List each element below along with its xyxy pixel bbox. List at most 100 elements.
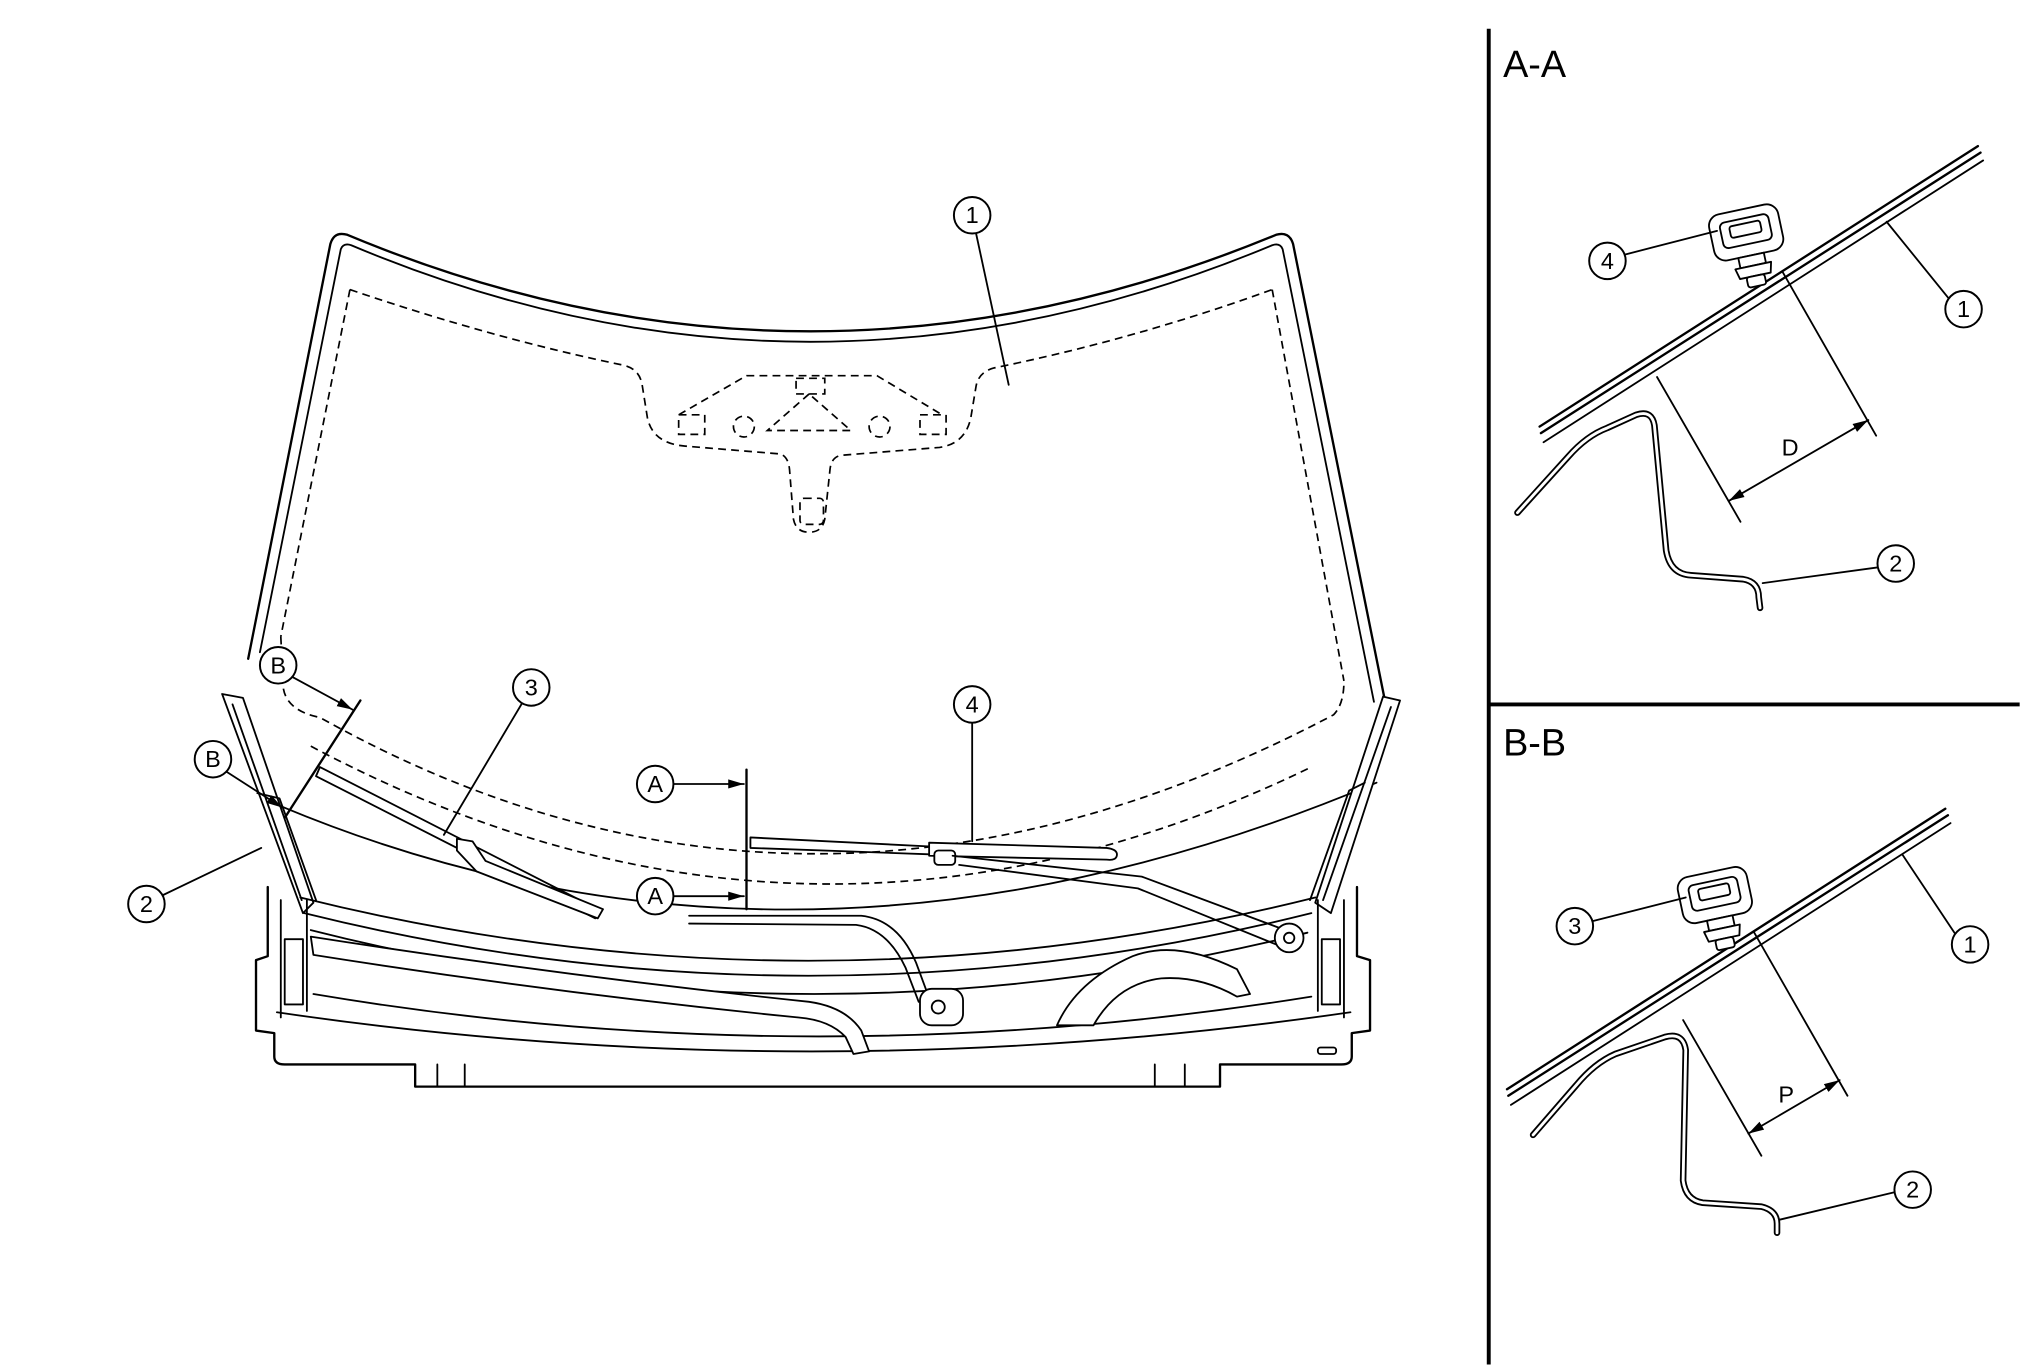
section-line-b: B B bbox=[193, 646, 362, 820]
section-a-a-callout-1: 1 bbox=[1885, 220, 1983, 329]
section-a-a-cowl bbox=[1514, 410, 1764, 612]
section-a-lower-label: A bbox=[647, 883, 663, 909]
section-a-a-glass bbox=[1538, 144, 1985, 444]
callout-2-leader bbox=[162, 846, 263, 896]
clip-prongs bbox=[1714, 936, 1736, 952]
cowl-mount-slot bbox=[1316, 1046, 1338, 1055]
cowl-front-edge-2 bbox=[303, 912, 1313, 977]
aa-callout-2-label: 2 bbox=[1889, 551, 1902, 577]
bb-callout-1-ring bbox=[1950, 925, 1990, 964]
section-b-b-callout-1: 1 bbox=[1901, 853, 1990, 964]
main-callout-3: 3 bbox=[442, 668, 551, 836]
cowl-bottom-recess-left bbox=[436, 1063, 466, 1088]
section-b-cut-line bbox=[283, 699, 362, 820]
cowl-bottom-recess-right bbox=[1153, 1063, 1186, 1088]
border-left-dashed bbox=[279, 289, 351, 637]
mirror-stem-pad bbox=[799, 497, 825, 526]
bb-callout-2-ring bbox=[1893, 1170, 1932, 1209]
section-b-upper-ring bbox=[258, 646, 298, 685]
clip-slot bbox=[1728, 219, 1763, 239]
section-b-lower-label: B bbox=[205, 746, 221, 772]
aa-callout-1-label: 1 bbox=[1957, 296, 1970, 322]
aa-callout-4-label: 4 bbox=[1601, 248, 1614, 274]
section-a-lower-marker: A bbox=[635, 876, 675, 916]
bb-callout-3-ring bbox=[1555, 906, 1595, 946]
wiper-3-blade bbox=[315, 766, 602, 920]
clip-slot bbox=[1697, 882, 1732, 902]
section-a-a-callout-2: 2 bbox=[1761, 544, 1915, 585]
wiper-4-blade-holder bbox=[928, 841, 1118, 861]
callout-1-ring bbox=[952, 195, 992, 235]
section-b-upper-marker: B bbox=[258, 646, 298, 685]
cowl-left-end-bracket bbox=[279, 899, 308, 1019]
bb-callout-1-leader bbox=[1901, 853, 1956, 934]
main-callout-2: 2 bbox=[127, 846, 263, 924]
glass-line-2 bbox=[1507, 814, 1950, 1097]
cowl-cover-bump bbox=[1056, 949, 1251, 1027]
section-a-upper-marker: A bbox=[635, 764, 675, 804]
windshield-inner-edge bbox=[259, 243, 1375, 703]
clip-prongs bbox=[1746, 273, 1767, 289]
section-a-a-callout-4: 4 bbox=[1588, 229, 1718, 281]
section-a-a-title: A-A bbox=[1503, 44, 1567, 86]
section-b-upper-label: B bbox=[270, 652, 286, 678]
wiper-4-joint bbox=[933, 849, 957, 866]
callout-3-ring bbox=[512, 668, 551, 707]
mirror-mount-left-hole bbox=[732, 415, 756, 438]
cowl-sheet-inner bbox=[1531, 1034, 1779, 1235]
bb-callout-1-label: 1 bbox=[1964, 931, 1977, 957]
cowl-right-end-bracket bbox=[1316, 899, 1345, 1019]
section-line-a: A A bbox=[635, 764, 748, 916]
main-view: A A B B 1 bbox=[127, 195, 1401, 1088]
mirror-mount-top-pad bbox=[795, 377, 826, 395]
section-a-upper-label: A bbox=[647, 771, 663, 797]
mirror-mount-outline bbox=[677, 374, 947, 526]
callout-4-ring bbox=[952, 685, 992, 724]
aa-callout-1-leader bbox=[1885, 220, 1949, 299]
dimension-d-extension-2 bbox=[1656, 376, 1742, 523]
border-bottom-dashed-2 bbox=[310, 745, 1312, 885]
wiper-4-pivot bbox=[1283, 931, 1296, 945]
wiper-3-pivot bbox=[930, 999, 946, 1015]
section-b-b-clip bbox=[1676, 866, 1753, 952]
aa-callout-2-ring bbox=[1876, 544, 1915, 583]
dimension-p-extension-2 bbox=[1682, 1019, 1763, 1157]
callout-4-label: 4 bbox=[966, 691, 979, 717]
cowl-sheet-inner bbox=[1516, 412, 1762, 610]
cowl-left-end-block bbox=[283, 938, 304, 1006]
section-b-b-view: B-B P 3 bbox=[1503, 722, 1990, 1236]
section-b-b-callout-3: 3 bbox=[1555, 896, 1687, 946]
cowl-lower-edge bbox=[275, 1011, 1352, 1053]
dimension-p-extension-1 bbox=[1752, 930, 1849, 1097]
wiper-3-blade-holder bbox=[455, 837, 604, 920]
aa-callout-4-ring bbox=[1588, 241, 1627, 281]
section-b-lower-ring bbox=[193, 739, 233, 779]
dimension-p-line bbox=[1747, 1079, 1841, 1135]
callout-1-label: 1 bbox=[966, 202, 979, 228]
callout-2-ring bbox=[127, 884, 166, 924]
right-pillar-lower-line bbox=[1309, 781, 1366, 901]
section-b-upper-arrow bbox=[291, 676, 354, 711]
cowl-sheet-outer bbox=[1529, 1032, 1781, 1236]
windshield-outer-edge bbox=[247, 232, 1387, 706]
section-a-a-dimension: D bbox=[1656, 270, 1878, 523]
section-b-b-callout-2: 2 bbox=[1778, 1170, 1932, 1221]
dimension-d-extension-1 bbox=[1781, 270, 1878, 437]
cowl-top-cover bbox=[254, 885, 1372, 1088]
border-top-dashed bbox=[349, 288, 1273, 534]
dimension-p-label: P bbox=[1778, 1081, 1794, 1107]
wiper-assembly-3 bbox=[315, 766, 964, 1027]
callout-3-leader bbox=[442, 702, 524, 836]
mirror-mount-frame bbox=[678, 374, 943, 416]
border-bottom-dashed bbox=[279, 636, 1345, 855]
dimension-d-label: D bbox=[1782, 434, 1799, 460]
aa-callout-1-ring bbox=[1944, 289, 1983, 329]
right-pillar-trim bbox=[1314, 695, 1401, 915]
bb-callout-3-label: 3 bbox=[1568, 913, 1581, 939]
mirror-mount-left-pad bbox=[677, 413, 706, 436]
windshield-glass bbox=[247, 232, 1387, 911]
section-b-lower-arrow bbox=[226, 771, 284, 809]
section-a-lower-ring bbox=[635, 876, 675, 916]
windshield-lower-edge bbox=[279, 781, 1378, 911]
